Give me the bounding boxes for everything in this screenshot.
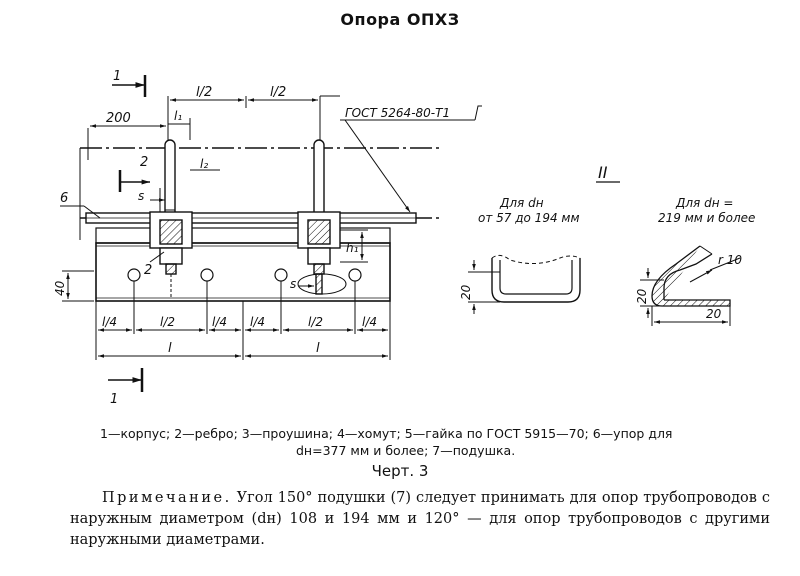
- detail-view-II: II Для dн от 57 до 194 мм Для dн = 219 м…: [459, 163, 755, 326]
- view-marker-2: [118, 170, 175, 212]
- dim-bottom-2: l/4: [212, 315, 227, 329]
- pipe: [79, 147, 440, 240]
- section-marker-top: 1: [112, 69, 147, 97]
- dim-l-left: l: [168, 341, 172, 356]
- dim-bottom-5: l/4: [362, 315, 377, 329]
- detail-left-caption-1: Для dн: [499, 196, 544, 210]
- part-label-6: 6: [60, 191, 68, 206]
- section-marker-bottom: 1: [108, 368, 144, 407]
- dim-l-half-1: l/2: [196, 85, 212, 100]
- clamp-right: [297, 139, 341, 295]
- dim-bottom-0: l/4: [102, 315, 117, 329]
- dim-bottom-3: l/4: [250, 315, 265, 329]
- note-text: Угол 150° подушки (7) следует принимать …: [70, 490, 770, 548]
- dim-l-half-2: l/2: [270, 85, 286, 100]
- gost-leader: [340, 105, 482, 213]
- dim-bottom-4: l/2: [308, 315, 323, 329]
- note-lead: Примечание.: [102, 490, 232, 506]
- caption-line-1: 1—корпус; 2—ребро; 3—проушина; 4—хомут; …: [100, 426, 673, 441]
- figure-label: Черт. 3: [371, 462, 429, 480]
- detail-left-dim: 20: [459, 284, 473, 300]
- top-dimensions: [87, 95, 340, 171]
- figure-caption: 1—корпус; 2—ребро; 3—проушина; 4—хомут; …: [100, 425, 740, 459]
- part-label-2: 2: [144, 263, 152, 278]
- dim-l2: l₂: [200, 157, 208, 171]
- technical-drawing: 1 200 l/2 l/2 l₁ l₂ ГОСТ 5264-80-Т1: [53, 69, 755, 407]
- dim-200: 200: [106, 111, 131, 126]
- dim-40: 40: [53, 280, 67, 296]
- page-title: Опора ОПХЗ: [340, 10, 460, 29]
- detail-left-caption-2: от 57 до 194 мм: [478, 211, 580, 225]
- detail-roman-label: II: [598, 163, 608, 182]
- dim-h1: h₁: [346, 241, 359, 255]
- clamp-left: [149, 139, 193, 275]
- section-label-top: 1: [113, 69, 121, 84]
- detail-right-caption-2: 219 мм и более: [658, 211, 755, 225]
- note-paragraph: Примечание. Угол 150° подушки (7) следуе…: [70, 488, 770, 551]
- detail-right-dim-v: 20: [635, 288, 649, 304]
- section-label-bottom: 1: [110, 392, 118, 407]
- gost-label: ГОСТ 5264-80-Т1: [345, 106, 450, 120]
- view-label-2: 2: [140, 155, 148, 170]
- detail-radius: r 10: [718, 253, 742, 267]
- bottom-dimensions: [95, 281, 391, 360]
- dim-bottom-1: l/2: [160, 315, 175, 329]
- caption-line-2: dн=377 мм и более; 7—подушка.: [296, 443, 516, 458]
- dim-s-top: s: [138, 189, 144, 203]
- detail-right-caption-1: Для dн =: [675, 196, 733, 210]
- dim-l1: l₁: [174, 109, 182, 123]
- dim-s-bottom: s: [290, 277, 296, 291]
- base-body: [95, 242, 391, 302]
- dim-l-right: l: [316, 341, 320, 356]
- detail-right-dim-h: 20: [706, 307, 722, 321]
